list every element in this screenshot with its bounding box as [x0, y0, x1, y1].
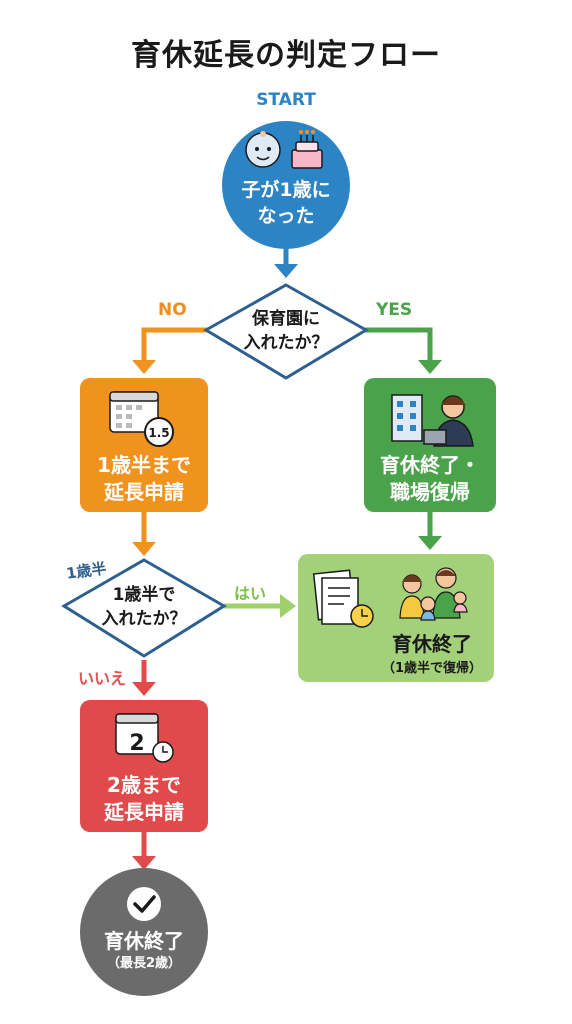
yes-label: YES [376, 300, 413, 320]
arrowhead-extend2 [132, 856, 156, 870]
start-node-line2: なった [257, 204, 315, 227]
page-title: 育休延長の判定フロー [131, 38, 441, 73]
decision-1-diamond [203, 283, 369, 380]
end-1-5-line2: （1歳半で復帰） [381, 661, 483, 676]
arrowhead-yes [418, 360, 442, 374]
checkmark-icon [127, 887, 161, 921]
return-work-line2: 職場復帰 [390, 480, 470, 504]
arrowhead-no [132, 360, 156, 374]
end-2-line1: 育休終了 [104, 929, 184, 953]
end-2-text: 育休終了 （最長2歳） [80, 928, 208, 973]
birthday-cake-icon [291, 130, 323, 169]
document-icon [312, 569, 359, 625]
arrowhead-extend [132, 542, 156, 556]
return-work-line1: 育休終了・ [380, 453, 480, 477]
calendar-icon-2 [115, 713, 174, 763]
start-label: START [256, 90, 316, 110]
arrowhead-iie [132, 682, 156, 696]
arrow-no-path [141, 327, 216, 362]
calendar-number-2: 2 [129, 731, 144, 756]
start-node-text: 子が1歳に なった [222, 178, 350, 229]
return-work-text: 育休終了・ 職場復帰 [364, 452, 496, 506]
extend-1-5-text: 1歳半まで 延長申請 [80, 452, 208, 506]
extend-1-5-line1: 1歳半まで [97, 453, 191, 477]
extend-2-text: 2歳まで 延長申請 [80, 772, 208, 826]
arrowhead-start [274, 264, 298, 278]
iie-label: いいえ [78, 669, 127, 688]
decision-1-text: 保育園に 入れたか？ [216, 308, 356, 356]
extend-2-box [80, 700, 208, 832]
decision-1-line1: 保育園に [252, 309, 320, 329]
decision-2-text: 1歳半で 入れたか？ [74, 584, 214, 632]
calendar-icon [109, 391, 174, 447]
arrow-yes-path [356, 327, 433, 362]
office-worker-icon [423, 395, 474, 447]
decision-2-diamond [61, 558, 227, 658]
extend-1-5-line2: 延長申請 [104, 480, 184, 504]
arrowhead-return [418, 536, 442, 550]
no-label: NO [158, 300, 187, 320]
decision-2-line1: 1歳半で [112, 585, 176, 605]
end-1-5-line1: 育休終了 [392, 632, 472, 656]
decision-1-line2: 入れたか？ [243, 332, 329, 353]
office-building-icon [391, 394, 423, 442]
baby-icon [245, 131, 281, 168]
extend-2-line1: 2歳まで [107, 773, 181, 797]
end-1-5-text: 育休終了 （1歳半で復帰） [370, 628, 494, 676]
hai-label: はい [234, 584, 267, 603]
end-2-line2: （最長2歳） [106, 956, 182, 971]
calendar-number-1-5: 1.5 [148, 426, 169, 440]
end-circle [80, 868, 208, 996]
extend-2-line2: 延長申請 [104, 800, 184, 824]
clock-icon [350, 604, 374, 628]
arrowhead-hai [280, 594, 296, 618]
family-icon [399, 567, 468, 621]
start-node-line1: 子が1歳に [241, 179, 331, 201]
decision-2-line2: 入れたか？ [101, 608, 187, 629]
